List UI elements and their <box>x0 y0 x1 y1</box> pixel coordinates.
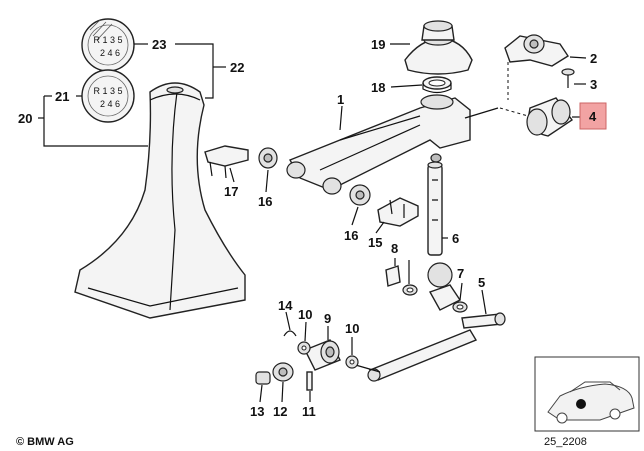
diagram-code: 25_2208 <box>544 436 587 448</box>
knob-lower-pattern-bottom: 2 4 6 <box>100 99 120 109</box>
label-5: 5 <box>478 275 485 290</box>
label-22: 22 <box>230 60 244 75</box>
label-19: 19 <box>371 37 385 52</box>
bushing-part-12 <box>272 362 294 382</box>
clip-part-15 <box>377 197 419 227</box>
label-9: 9 <box>324 311 331 326</box>
vehicle-location-inset <box>534 356 640 432</box>
label-2: 2 <box>590 51 597 66</box>
shift-lever <box>286 94 499 195</box>
label-6: 6 <box>452 231 459 246</box>
washer-part-7 <box>452 301 468 313</box>
knob-lower-pattern-top: R 1 3 5 <box>93 86 122 96</box>
bushing-part-16-upper <box>258 147 278 169</box>
gear-knob-lower: R 1 3 5 2 4 6 <box>81 69 135 123</box>
label-13: 13 <box>250 404 264 419</box>
screw <box>561 68 575 88</box>
label-18: 18 <box>371 80 385 95</box>
joint-part-9 <box>304 339 341 371</box>
label-20: 20 <box>18 111 32 126</box>
knob-upper-pattern-bottom: 2 4 6 <box>100 48 120 58</box>
washer-part-10-right <box>345 355 359 369</box>
label-1: 1 <box>337 92 344 107</box>
label-8: 8 <box>391 241 398 256</box>
knob-upper-pattern-top: R 1 3 5 <box>93 35 122 45</box>
linkage-rod <box>351 329 478 382</box>
highlight-box-part-4 <box>579 102 607 130</box>
label-15: 15 <box>368 235 382 250</box>
bushing-part-4 <box>526 97 573 137</box>
bushing-part-16-lower <box>349 184 371 206</box>
clip-part-14 <box>283 330 297 337</box>
label-4: 4 <box>589 109 597 124</box>
rubber-damper <box>404 20 473 75</box>
brand-copyright: © BMW AG <box>16 436 74 448</box>
label-16-upper: 16 <box>258 194 272 209</box>
washer-part-10-left <box>297 341 311 355</box>
label-12: 12 <box>273 404 287 419</box>
label-21: 21 <box>55 89 69 104</box>
bearing-ring <box>422 76 452 94</box>
clip-part-8 <box>385 265 401 287</box>
label-3: 3 <box>590 77 597 92</box>
part-labels: 23 22 21 20 1 19 18 2 3 4 17 16 16 15 6 … <box>18 37 597 419</box>
pin-part-11 <box>306 371 313 391</box>
shift-boot <box>74 82 246 319</box>
shift-rod-part-5 <box>461 312 506 329</box>
label-7: 7 <box>457 266 464 281</box>
label-23: 23 <box>152 37 166 52</box>
label-16-lower: 16 <box>344 228 358 243</box>
label-17: 17 <box>224 184 238 199</box>
gear-knob-upper: R 1 3 5 2 4 6 <box>81 18 135 72</box>
label-10-right: 10 <box>345 321 359 336</box>
label-14: 14 <box>278 298 293 313</box>
label-11: 11 <box>302 404 316 419</box>
washer-part-8 <box>402 284 418 296</box>
label-10-left: 10 <box>298 307 312 322</box>
cap-part-13 <box>255 371 271 385</box>
location-marker-icon <box>576 399 586 409</box>
clip-part-17 <box>204 145 249 179</box>
leader-lines <box>38 43 587 403</box>
mount-bracket <box>504 34 569 67</box>
